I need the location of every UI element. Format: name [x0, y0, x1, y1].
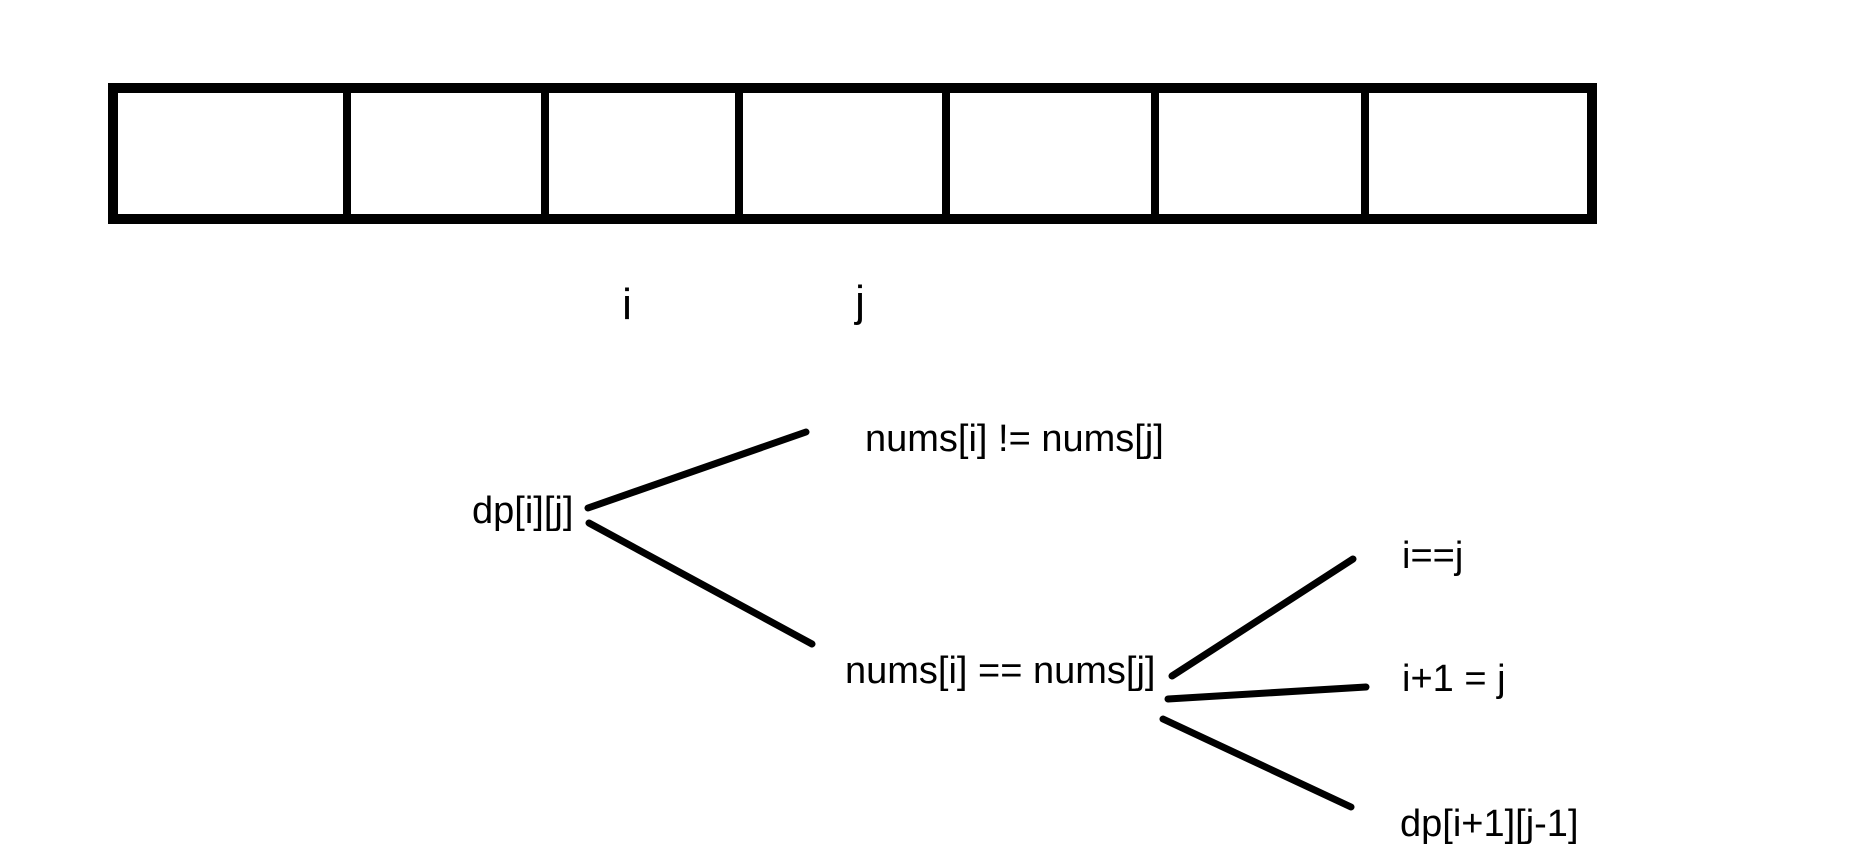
array-cell: [118, 93, 351, 214]
pointer-label-j: j: [855, 277, 865, 326]
tree-branch-equal-label: nums[i] == nums[j]: [845, 650, 1156, 692]
array-cell: [351, 93, 549, 214]
array-cell: [549, 93, 743, 214]
tree-root-label: dp[i][j]: [472, 490, 574, 532]
tree-leaf-i-plus-1-equals-j-label: i+1 = j: [1402, 658, 1506, 700]
array-cell: [950, 93, 1159, 214]
array-cell: [1369, 93, 1587, 214]
array-cell: [743, 93, 950, 214]
edge-root-to-neq: [584, 428, 810, 512]
edge-eq-to-i-equals-j: [1168, 555, 1357, 680]
array-cell: [1159, 93, 1369, 214]
tree-leaf-dp-subproblem-label: dp[i+1][j-1]: [1400, 803, 1579, 845]
edge-root-to-eq: [585, 519, 816, 648]
edge-eq-to-dp-subproblem: [1159, 715, 1355, 811]
edge-eq-to-i-plus-1-equals-j: [1164, 683, 1370, 703]
tree-branch-not-equal-label: nums[i] != nums[j]: [865, 418, 1164, 460]
array-diagram: [108, 83, 1597, 224]
pointer-label-i: i: [622, 280, 632, 329]
tree-leaf-i-equals-j-label: i==j: [1402, 535, 1464, 577]
